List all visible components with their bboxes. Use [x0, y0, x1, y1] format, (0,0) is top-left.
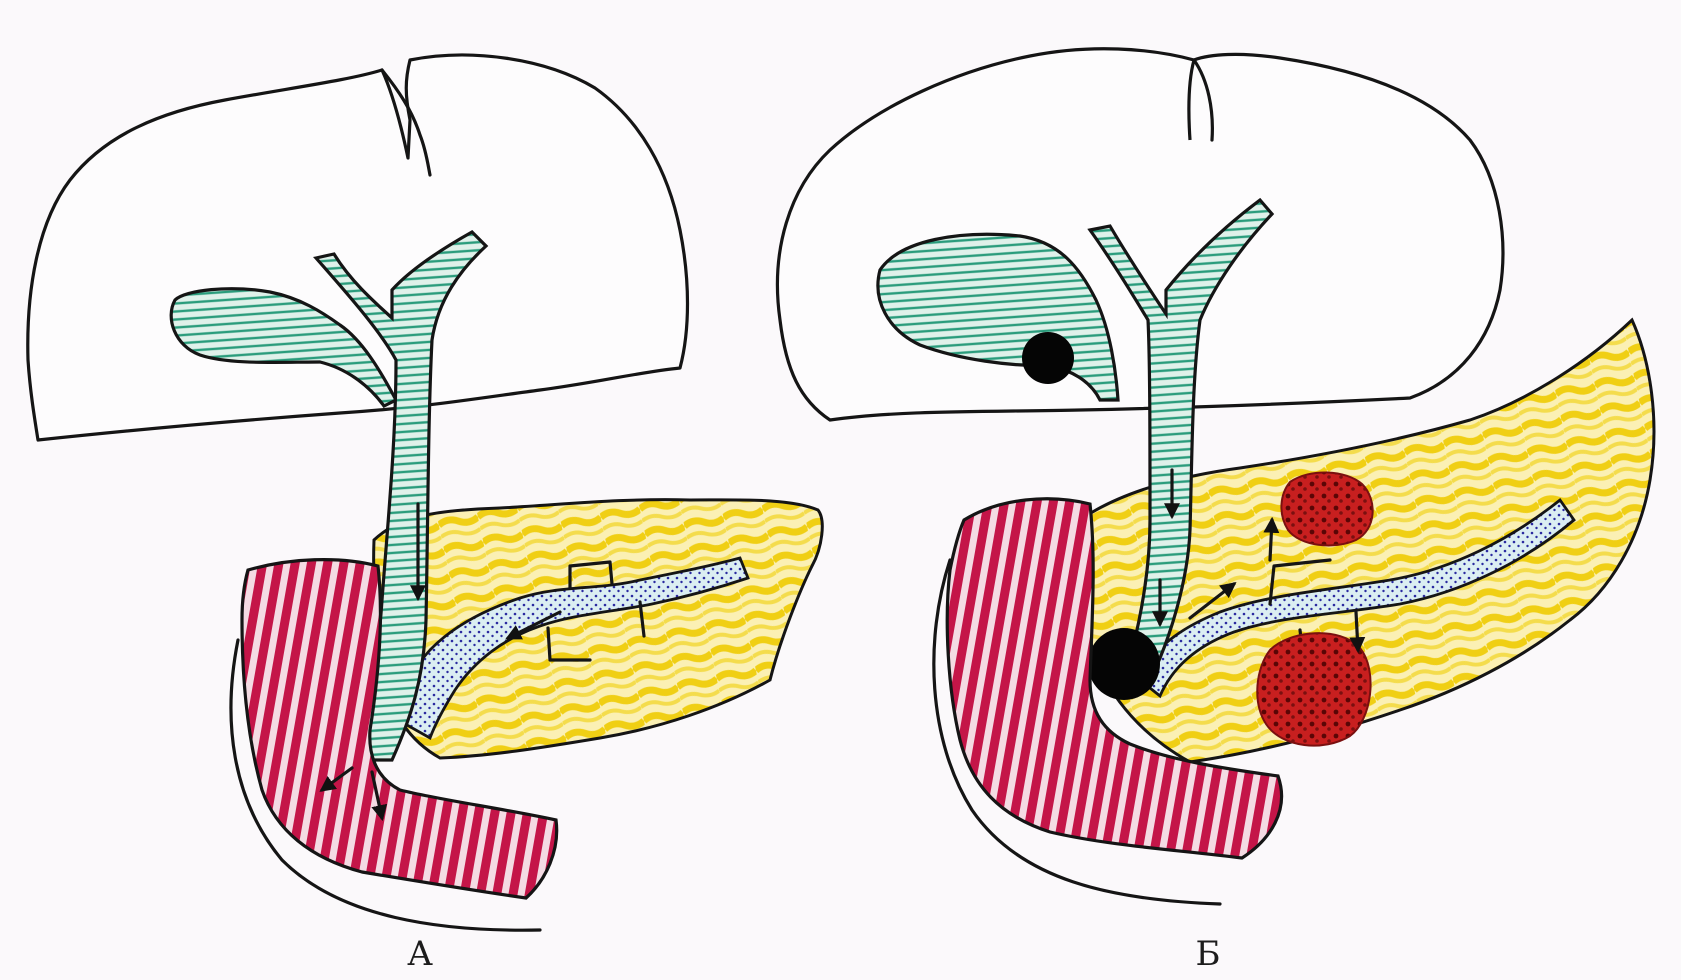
panel-a: А [28, 55, 822, 974]
necrosis-arrow-lower [1356, 612, 1358, 650]
necrosis-focus-lower [1257, 633, 1370, 745]
pancreas [374, 500, 823, 758]
papilla-stone-icon [1088, 628, 1160, 700]
panel-b: Б [777, 49, 1654, 974]
necrosis-arrow-upper [1270, 520, 1272, 560]
gallstone-icon [1022, 332, 1074, 384]
liver-outline-b [777, 49, 1502, 420]
panel-a-label: А [407, 934, 433, 974]
necrosis-focus-upper [1281, 472, 1372, 545]
liver-outline [28, 55, 688, 440]
panel-b-label: Б [1196, 934, 1221, 974]
